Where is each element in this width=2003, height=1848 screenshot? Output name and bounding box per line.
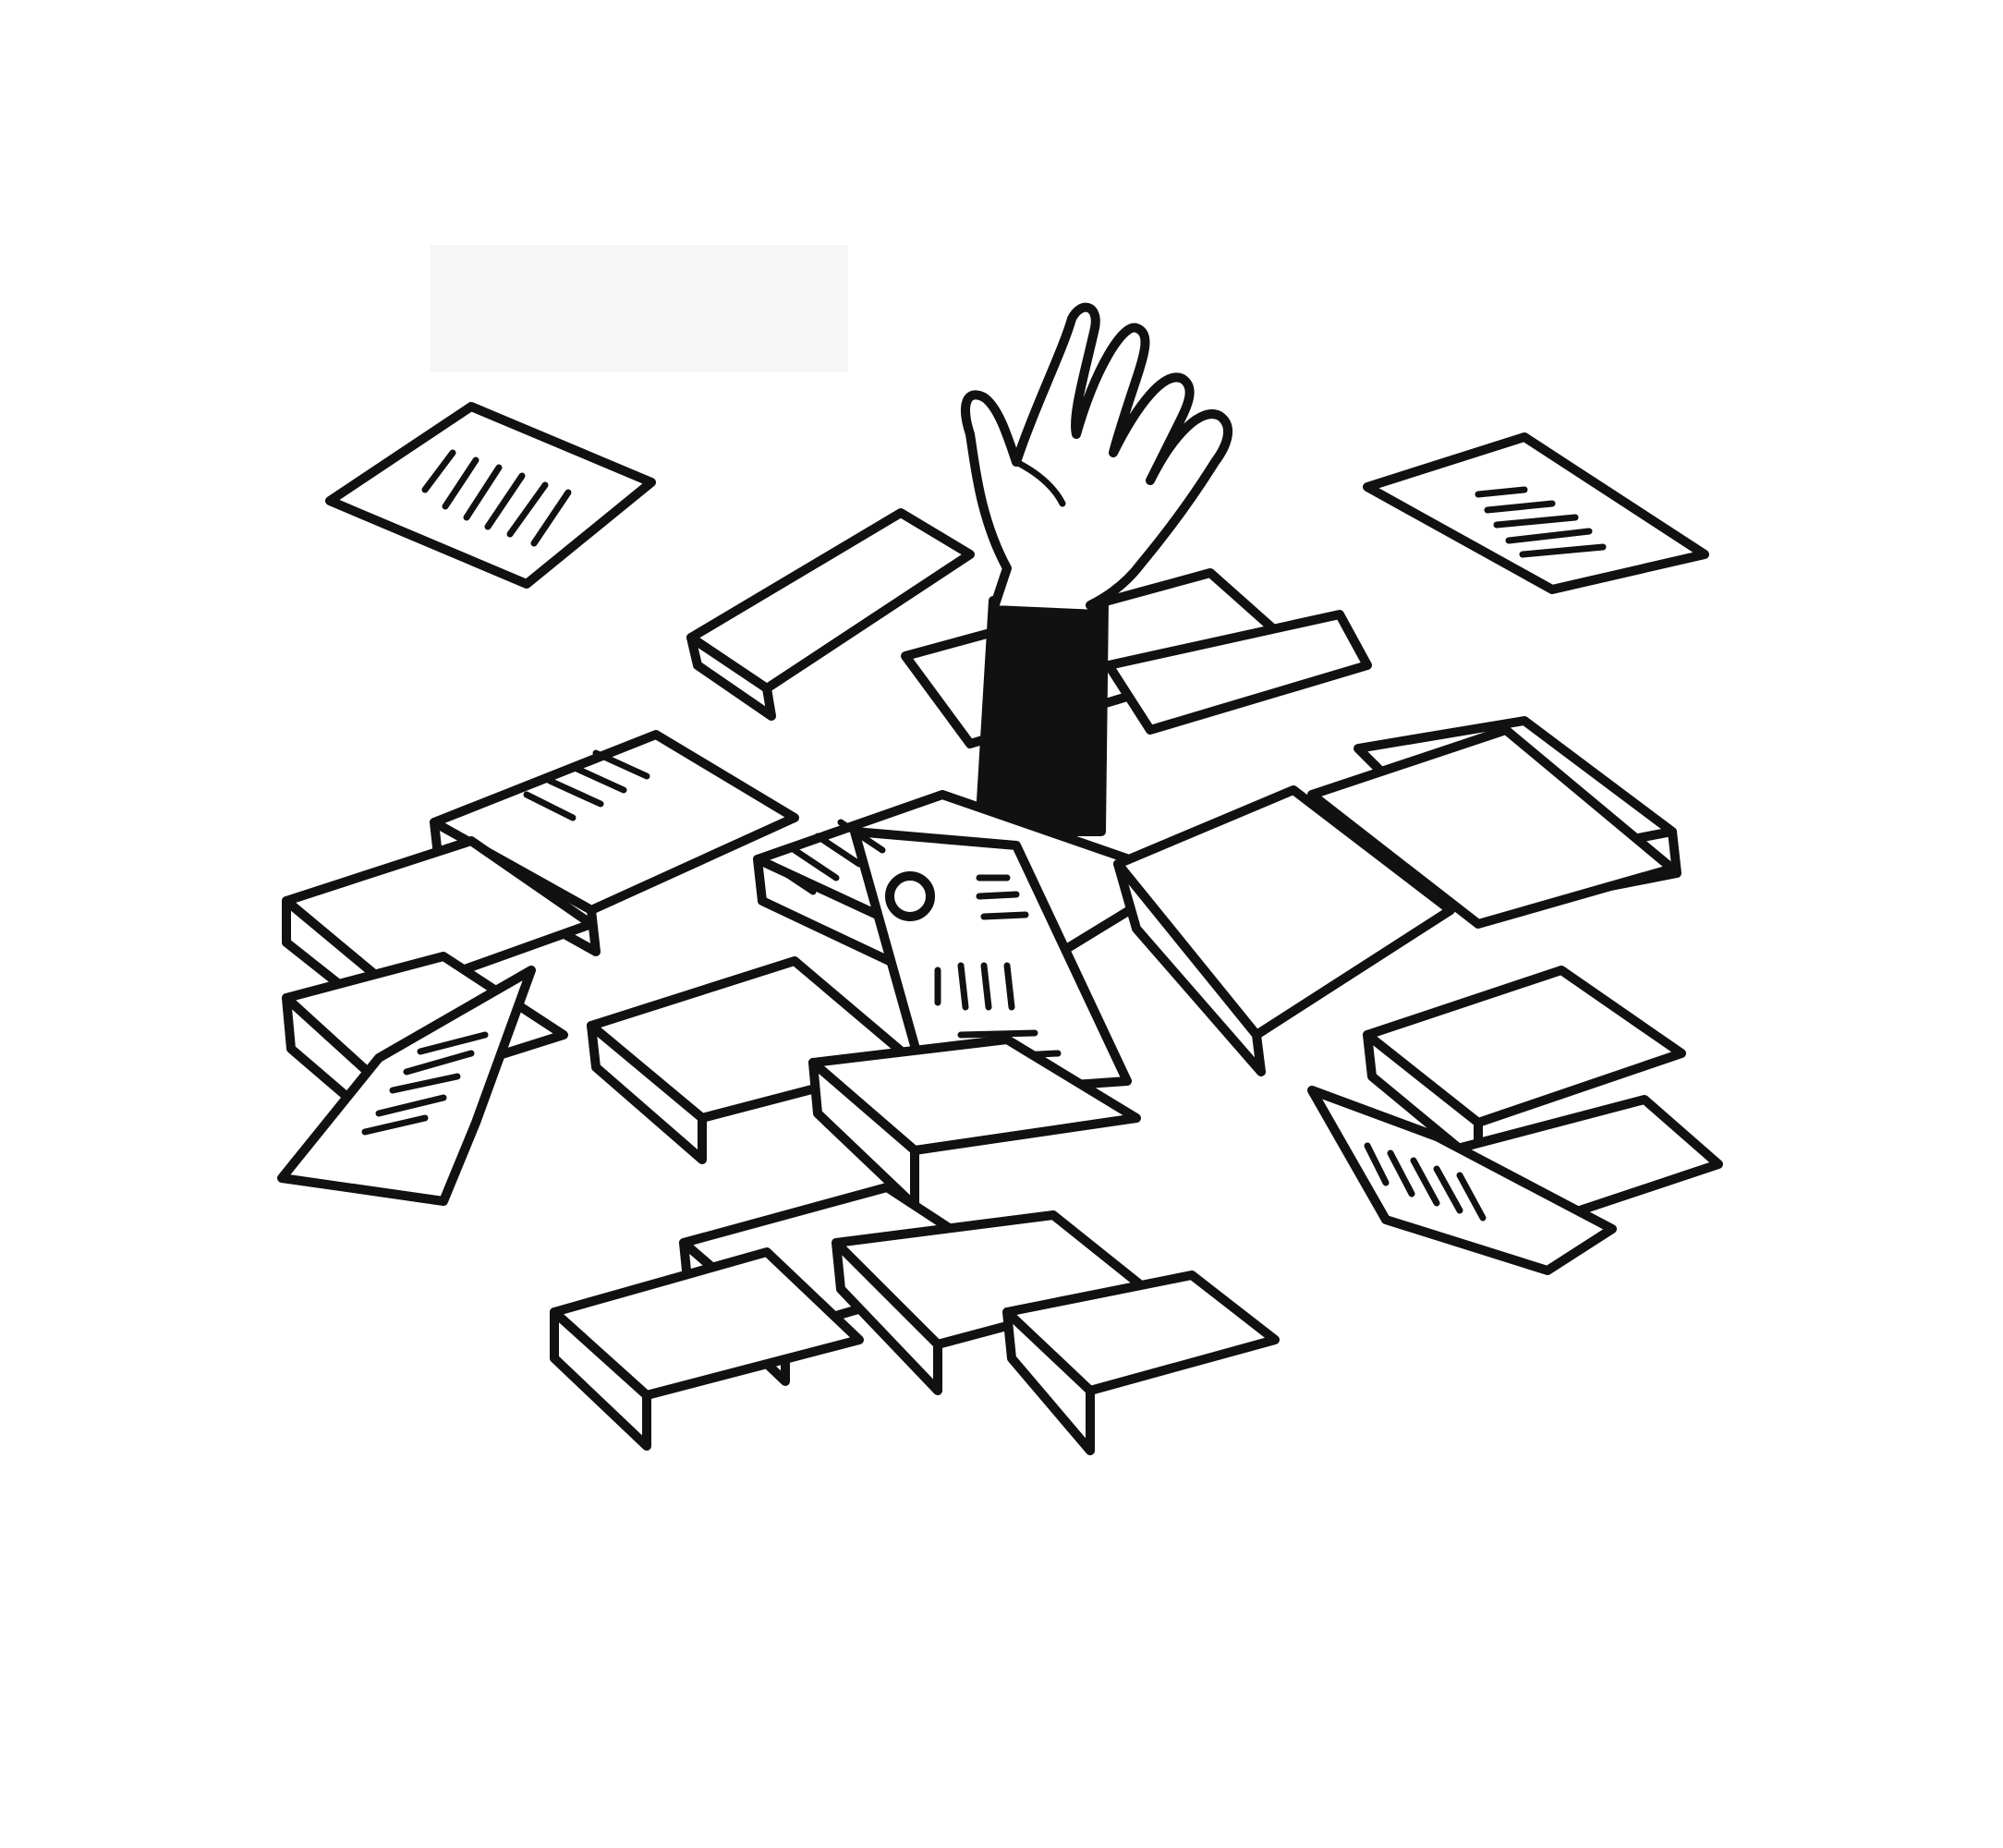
left-book-stack [282, 836, 919, 1164]
front-left-paper [277, 966, 536, 1206]
pile-paper-lines [523, 749, 886, 895]
flying-paper-left [325, 402, 656, 589]
front-books [550, 1035, 1280, 1455]
blank-label-patch [431, 245, 848, 372]
flying-paper-right [1363, 432, 1709, 594]
raised-hand-icon [961, 302, 1232, 619]
front-right-paper [1307, 1086, 1617, 1275]
dark-sleeve [975, 596, 1109, 836]
